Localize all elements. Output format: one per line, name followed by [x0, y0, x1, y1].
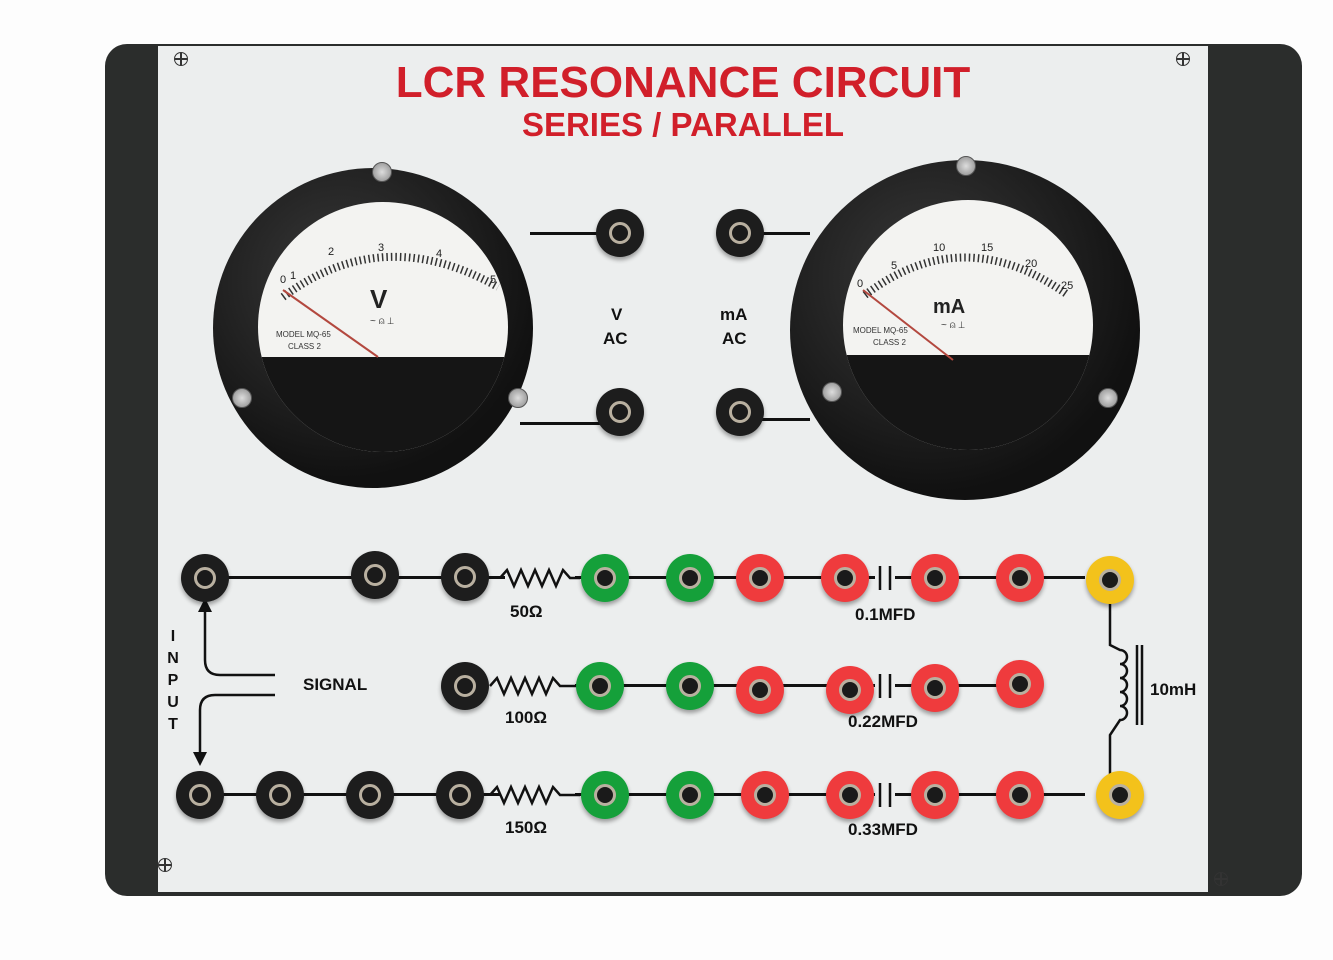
- red-banana-socket[interactable]: [996, 554, 1044, 602]
- black-banana-socket[interactable]: [441, 553, 489, 601]
- input-label: INPUT: [167, 628, 179, 733]
- green-banana-socket[interactable]: [666, 662, 714, 710]
- red-banana-socket[interactable]: [826, 666, 874, 714]
- green-banana-socket[interactable]: [576, 662, 624, 710]
- red-banana-socket[interactable]: [996, 771, 1044, 819]
- screw-icon: [1214, 872, 1228, 886]
- meter-symbol: ~ ⍝ ⊥: [941, 320, 965, 331]
- meter-class: CLASS 2: [288, 342, 321, 351]
- red-banana-socket[interactable]: [736, 554, 784, 602]
- voltmeter-unit: V: [370, 284, 388, 314]
- scale-tick: 20: [1025, 258, 1038, 270]
- bolt-icon: [1098, 388, 1118, 408]
- panel-title: LCR RESONANCE CIRCUIT: [395, 58, 971, 107]
- meter-model: MODEL MQ-65: [853, 326, 908, 335]
- black-banana-socket[interactable]: [181, 554, 229, 602]
- voltmeter-needle: [282, 289, 379, 358]
- red-banana-socket[interactable]: [911, 771, 959, 819]
- meter-model: MODEL MQ-65: [276, 330, 331, 339]
- voltmeter-scale-arc: [280, 252, 500, 358]
- black-banana-socket[interactable]: [596, 388, 644, 436]
- scale-tick: 3: [378, 242, 385, 254]
- resistor-label: 100Ω: [505, 708, 547, 727]
- ammeter-needle: [862, 289, 954, 361]
- black-banana-socket[interactable]: [716, 388, 764, 436]
- red-banana-socket[interactable]: [826, 771, 874, 819]
- green-banana-socket[interactable]: [581, 554, 629, 602]
- screw-icon: [174, 52, 188, 66]
- scale-tick: 25: [1061, 280, 1074, 292]
- scale-tick: 15: [981, 242, 994, 254]
- signal-label: SIGNAL: [303, 675, 368, 694]
- bolt-icon: [956, 156, 976, 176]
- green-banana-socket[interactable]: [666, 771, 714, 819]
- bolt-icon: [822, 382, 842, 402]
- scale-tick: 10: [933, 242, 946, 254]
- resistor-label: 150Ω: [505, 818, 547, 837]
- ammeter-scale-arc: [862, 253, 1071, 361]
- scale-tick: 5: [891, 260, 898, 272]
- resistor-label: 50Ω: [510, 602, 543, 621]
- ac-terminal-label: AC: [603, 329, 628, 348]
- black-banana-socket[interactable]: [441, 662, 489, 710]
- red-banana-socket[interactable]: [911, 664, 959, 712]
- scale-tick: 2: [328, 246, 335, 258]
- red-banana-socket[interactable]: [736, 666, 784, 714]
- scale-tick: 0: [857, 278, 864, 290]
- ammeter-unit: mA: [933, 296, 966, 318]
- meter-symbol: ~ ⍝ ⊥: [370, 316, 394, 327]
- yellow-banana-socket[interactable]: [1086, 556, 1134, 604]
- red-banana-socket[interactable]: [911, 554, 959, 602]
- black-banana-socket[interactable]: [436, 771, 484, 819]
- scale-tick: 0: [280, 274, 287, 286]
- black-banana-socket[interactable]: [351, 551, 399, 599]
- black-banana-socket[interactable]: [176, 771, 224, 819]
- green-banana-socket[interactable]: [666, 554, 714, 602]
- panel-subtitle: SERIES / PARALLEL: [521, 106, 845, 143]
- black-banana-socket[interactable]: [256, 771, 304, 819]
- red-banana-socket[interactable]: [741, 771, 789, 819]
- capacitor-label: 0.22MFD: [848, 712, 918, 731]
- bolt-icon: [372, 162, 392, 182]
- scale-tick: 4: [436, 248, 443, 260]
- yellow-banana-socket[interactable]: [1096, 771, 1144, 819]
- v-terminal-label: V: [611, 305, 623, 324]
- inductor-label: 10mH: [1150, 680, 1197, 699]
- red-banana-socket[interactable]: [996, 660, 1044, 708]
- green-banana-socket[interactable]: [581, 771, 629, 819]
- capacitor-label: 0.33MFD: [848, 820, 918, 839]
- ma-terminal-label: mA: [720, 305, 748, 324]
- scale-tick: 5: [490, 274, 497, 286]
- black-banana-socket[interactable]: [716, 209, 764, 257]
- red-banana-socket[interactable]: [821, 554, 869, 602]
- scale-tick: 1: [290, 270, 297, 282]
- screw-icon: [1176, 52, 1190, 66]
- bolt-icon: [508, 388, 528, 408]
- black-banana-socket[interactable]: [346, 771, 394, 819]
- bolt-icon: [232, 388, 252, 408]
- screw-icon: [158, 858, 172, 872]
- capacitor-label: 0.1MFD: [855, 605, 916, 624]
- meter-class: CLASS 2: [873, 338, 906, 347]
- black-banana-socket[interactable]: [596, 209, 644, 257]
- ac-terminal-label: AC: [722, 329, 747, 348]
